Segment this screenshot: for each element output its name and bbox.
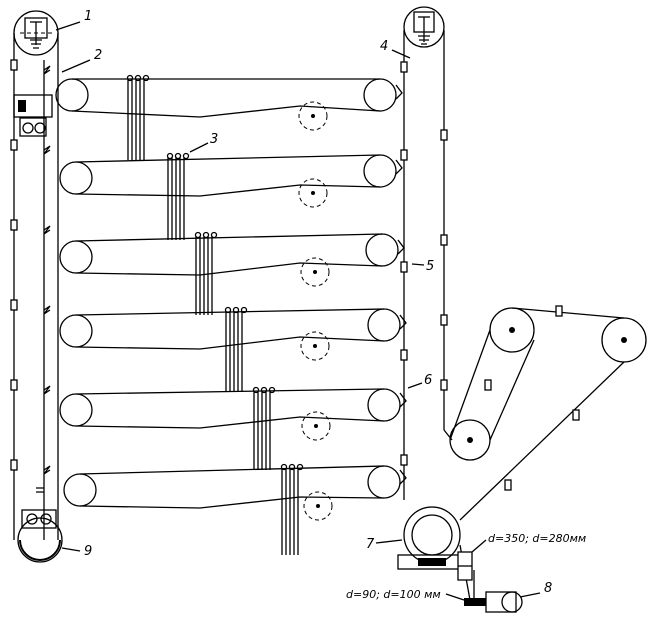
label-8: 8 <box>544 581 552 596</box>
tier-3 <box>59 233 405 287</box>
spring-marks <box>36 65 51 493</box>
label-7: 7 <box>366 537 375 552</box>
left-tensioner <box>13 94 53 137</box>
tier-6 <box>63 465 407 521</box>
label-3: 3 <box>210 132 218 147</box>
right-loop <box>443 305 647 521</box>
label-9: 9 <box>84 544 92 559</box>
right-vertical-chain <box>400 30 448 500</box>
motor-pulley-diameters: d=90; d=100 мм <box>346 588 441 601</box>
leader-lines <box>55 21 541 601</box>
label-4: 4 <box>380 39 388 54</box>
bottom-left-sprocket <box>17 509 63 563</box>
fiber-bundles <box>126 74 304 555</box>
right-top-sprocket <box>403 6 445 48</box>
tier-5 <box>59 388 407 441</box>
label-2: 2 <box>94 48 102 63</box>
label-1: 1 <box>84 9 92 24</box>
drive-unit <box>397 506 473 601</box>
label-6: 6 <box>424 373 432 388</box>
label-5: 5 <box>426 259 434 274</box>
left-top-sprocket <box>13 10 59 56</box>
motor-unit <box>464 570 523 613</box>
tier-4 <box>59 308 407 361</box>
tier-2 <box>59 154 403 208</box>
drive-pulley-diameters: d=350; d=280мм <box>488 532 586 545</box>
tier-1 <box>55 78 403 131</box>
